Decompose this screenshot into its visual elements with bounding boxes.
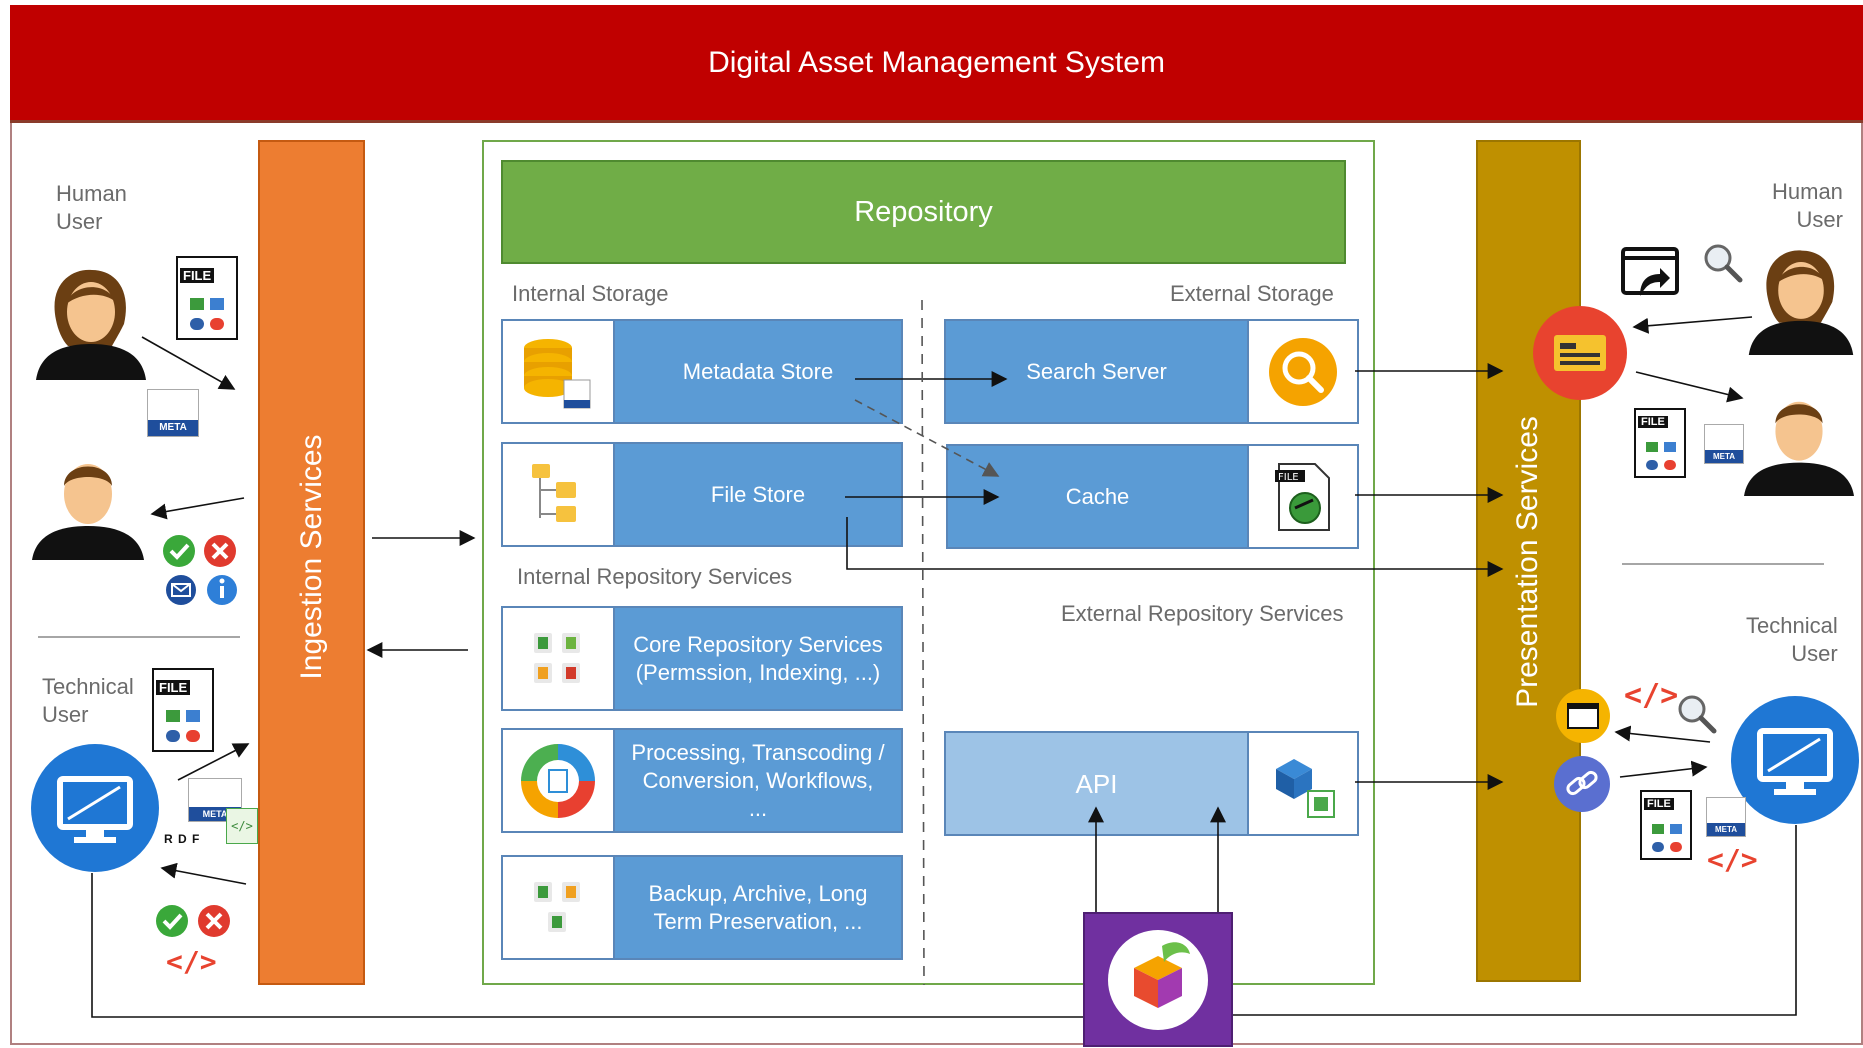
metadata-store-box: Metadata Store	[501, 319, 903, 424]
search-icon	[1247, 321, 1357, 422]
code-tag-icon: </>	[1624, 678, 1679, 713]
core-services-label: Core Repository Services (Permssion, Ind…	[615, 608, 901, 709]
processing-label: Processing, Transcoding / Conversion, Wo…	[615, 730, 901, 831]
cache-box: Cache FILE	[946, 444, 1359, 549]
internal-storage-label: Internal Storage	[512, 281, 669, 306]
right-tech-meta-doc-badge: META	[1707, 823, 1745, 836]
code-window-icon	[1556, 689, 1610, 743]
meta-doc-badge: META	[148, 420, 198, 436]
tech-file-doc-badge: FILE	[156, 680, 191, 695]
repository-frame	[482, 140, 1375, 985]
core-services-box: Core Repository Services (Permssion, Ind…	[501, 606, 903, 711]
workflow-cycle-icon	[503, 730, 615, 831]
left-monitor-icon	[31, 744, 159, 872]
meta-doc-icon: META	[147, 389, 199, 437]
backup-label: Backup, Archive, Long Term Preservation,…	[615, 857, 901, 958]
right-file-doc-icon: FILE	[1634, 408, 1686, 478]
page-title: Digital Asset Management System	[10, 5, 1863, 123]
cached-file-icon: FILE	[1247, 446, 1357, 547]
tech-status-icons-group	[156, 905, 230, 937]
right-meta-doc-badge: META	[1705, 450, 1743, 463]
man-user-icon	[32, 464, 144, 560]
cache-file-badge: FILE	[1278, 472, 1299, 483]
file-doc-icon: FILE	[176, 256, 238, 340]
woman-user-icon	[36, 269, 146, 380]
left-technical-user-label: Technical User	[42, 674, 134, 727]
window-share-icon	[1621, 247, 1679, 296]
processing-box: Processing, Transcoding / Conversion, Wo…	[501, 728, 903, 833]
right-tech-file-doc-icon: FILE	[1640, 790, 1692, 860]
rdf-badge: R D F	[164, 832, 201, 846]
ingestion-services-bar	[258, 140, 365, 985]
internal-services-label: Internal Repository Services	[517, 564, 793, 589]
api-blocks-icon	[1247, 733, 1357, 834]
external-storage-label: External Storage	[1170, 281, 1334, 306]
repository-title: Repository	[501, 160, 1346, 264]
left-code-tag-icon: </>	[166, 945, 217, 978]
right-tech-file-doc-badge: FILE	[1644, 798, 1674, 810]
database-icon	[503, 321, 615, 422]
external-services-label: External Repository Services	[1061, 601, 1344, 626]
check-icon	[163, 535, 195, 567]
status-icons-group	[163, 535, 237, 605]
services-grid-icon	[503, 608, 615, 709]
tech-check-icon	[156, 905, 188, 937]
xml-file-icon: </>	[226, 808, 258, 844]
right-code-tag-icon: </>	[1707, 843, 1758, 876]
right-human-user-label: Human User	[1772, 179, 1843, 232]
browser-page-icon	[1533, 306, 1627, 400]
right-file-doc-badge: FILE	[1638, 416, 1668, 428]
file-store-box: File Store	[501, 442, 903, 547]
file-store-label: File Store	[615, 444, 901, 545]
tech-file-doc-icon: FILE	[152, 668, 214, 752]
search-server-box: Search Server	[944, 319, 1359, 424]
file-doc-badge: FILE	[180, 268, 215, 283]
right-tech-meta-doc-icon: META	[1706, 797, 1746, 837]
metadata-store-label: Metadata Store	[615, 321, 901, 422]
right-woman-user-icon	[1748, 250, 1854, 355]
backup-box: Backup, Archive, Long Term Preservation,…	[501, 855, 903, 960]
folder-tree-icon	[503, 444, 615, 545]
plugin-cube-icon	[1108, 929, 1208, 1030]
magnifier-icon	[1704, 244, 1743, 283]
right-monitor-icon	[1731, 696, 1859, 824]
tech-magnifier-icon	[1678, 695, 1717, 734]
left-human-user-label: Human User	[56, 181, 127, 234]
right-man-user-icon	[1744, 401, 1854, 496]
link-icon	[1554, 756, 1610, 812]
api-box: API	[944, 731, 1359, 836]
plugin-module-box	[1083, 912, 1233, 1047]
right-meta-doc-icon: META	[1704, 424, 1744, 464]
backup-archive-icon	[503, 857, 615, 958]
right-technical-user-label: Technical User	[1746, 613, 1838, 666]
